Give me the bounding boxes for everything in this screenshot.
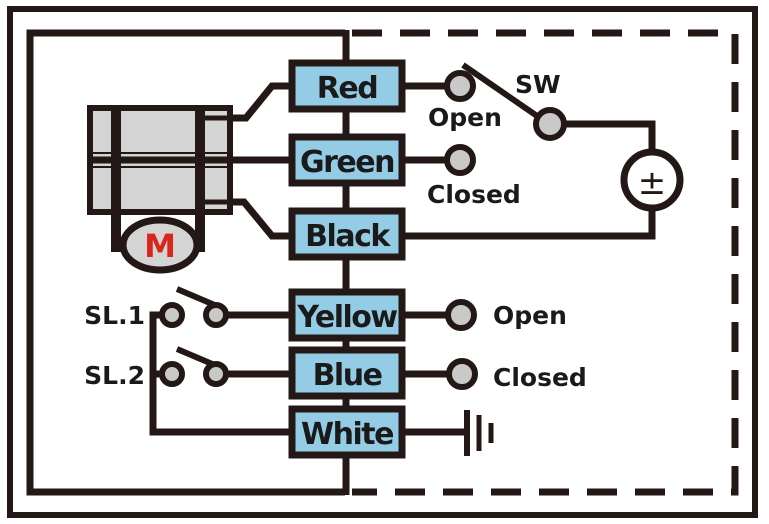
signal-open-label: Open [493, 301, 567, 330]
sl2-label: SL.2 [84, 361, 145, 390]
outer-frame [7, 6, 758, 518]
terminal-blue-label: Blue [313, 358, 382, 393]
signal-switch-sl1 [159, 286, 229, 328]
motor-label: M [144, 227, 176, 265]
terminal-yellow: Yellow [288, 288, 406, 342]
switch-open-label: Open [428, 103, 502, 132]
wire-motor-red [232, 82, 292, 122]
switch-closed-contact [444, 144, 476, 176]
terminal-black: Black [288, 207, 406, 261]
signal-closed-contact [446, 358, 478, 390]
inner-frame-dashed [352, 29, 739, 496]
wire-motor-black [232, 198, 292, 240]
switch-open-contact [444, 70, 476, 102]
terminal-blue: Blue [288, 346, 406, 400]
sl1-label: SL.1 [84, 301, 145, 330]
motor-actuator [87, 105, 233, 252]
terminal-green-label: Green [300, 145, 394, 180]
terminal-green: Green [288, 133, 406, 187]
terminal-red-label: Red [317, 71, 377, 106]
ground-icon [464, 410, 494, 456]
wire-switch-power [564, 120, 656, 152]
switch-label: SW [515, 70, 561, 99]
terminal-white-label: White [301, 417, 393, 452]
switch-common-contact [533, 107, 567, 141]
wire-black-power [402, 208, 656, 240]
inner-frame-solid [26, 29, 345, 496]
switch-lever [461, 62, 542, 121]
motor-icon: M [119, 216, 201, 274]
terminal-yellow-label: Yellow [296, 300, 397, 335]
terminal-white: White [288, 405, 406, 459]
signal-switch-sl2 [159, 346, 229, 387]
terminal-black-label: Black [305, 219, 391, 254]
switch-closed-label: Closed [427, 180, 521, 209]
svg-text:±: ± [638, 163, 667, 203]
terminal-red: Red [288, 59, 406, 113]
signal-closed-label: Closed [493, 363, 587, 392]
signal-open-contact [445, 299, 477, 331]
power-source-icon: ± [620, 148, 684, 212]
